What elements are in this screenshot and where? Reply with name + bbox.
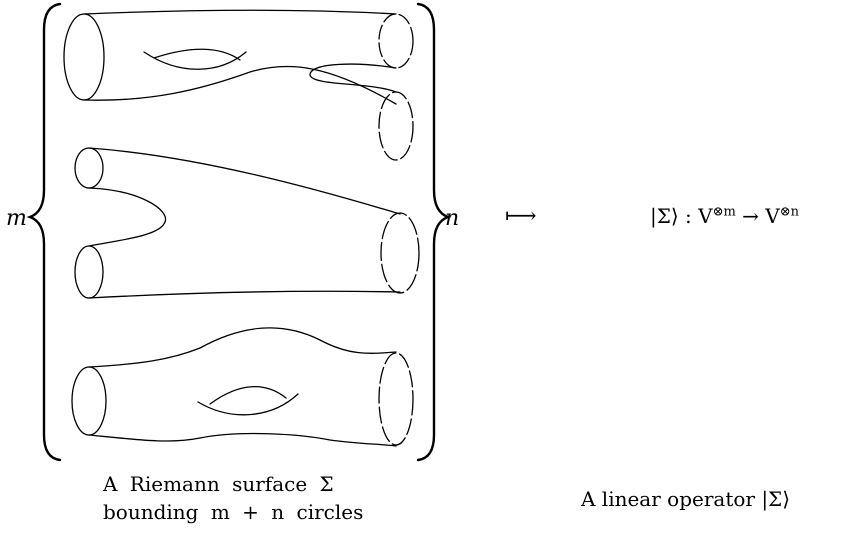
middle-input-circle-1 — [74, 147, 104, 189]
label-n: n — [445, 206, 460, 231]
caption-right: A linear operator |Σ⟩ — [581, 487, 790, 511]
middle-input-circle-2 — [74, 245, 104, 299]
operator-arrow: → V — [735, 204, 780, 228]
top-surface — [63, 9, 414, 161]
right-brace — [416, 2, 452, 462]
left-brace — [26, 2, 62, 462]
operator-sup-n: ⊗n — [779, 204, 799, 220]
operator-sup-m: ⊗m — [712, 204, 736, 220]
label-m: m — [6, 206, 27, 231]
top-output-circle-2 — [378, 91, 414, 161]
top-input-circle — [63, 13, 105, 101]
middle-surface — [74, 147, 420, 299]
operator-formula: |Σ⟩ : V⊗m → V⊗n — [650, 204, 799, 228]
middle-output-circle — [380, 212, 420, 294]
mapsto-arrow: ⟼ — [505, 204, 537, 229]
bottom-surface — [71, 327, 414, 447]
operator-ket: |Σ⟩ : V — [650, 204, 713, 228]
bottom-handle — [197, 386, 299, 416]
caption-left-line1: A Riemann surface Σ — [103, 472, 334, 496]
caption-left-line2: bounding m + n circles — [103, 500, 364, 524]
bottom-input-circle — [71, 366, 107, 436]
bottom-output-circle — [378, 352, 414, 446]
caption-left: A Riemann surface Σ bounding m + n circl… — [103, 470, 403, 526]
top-handle — [143, 48, 247, 70]
top-output-circle-1 — [378, 13, 414, 69]
